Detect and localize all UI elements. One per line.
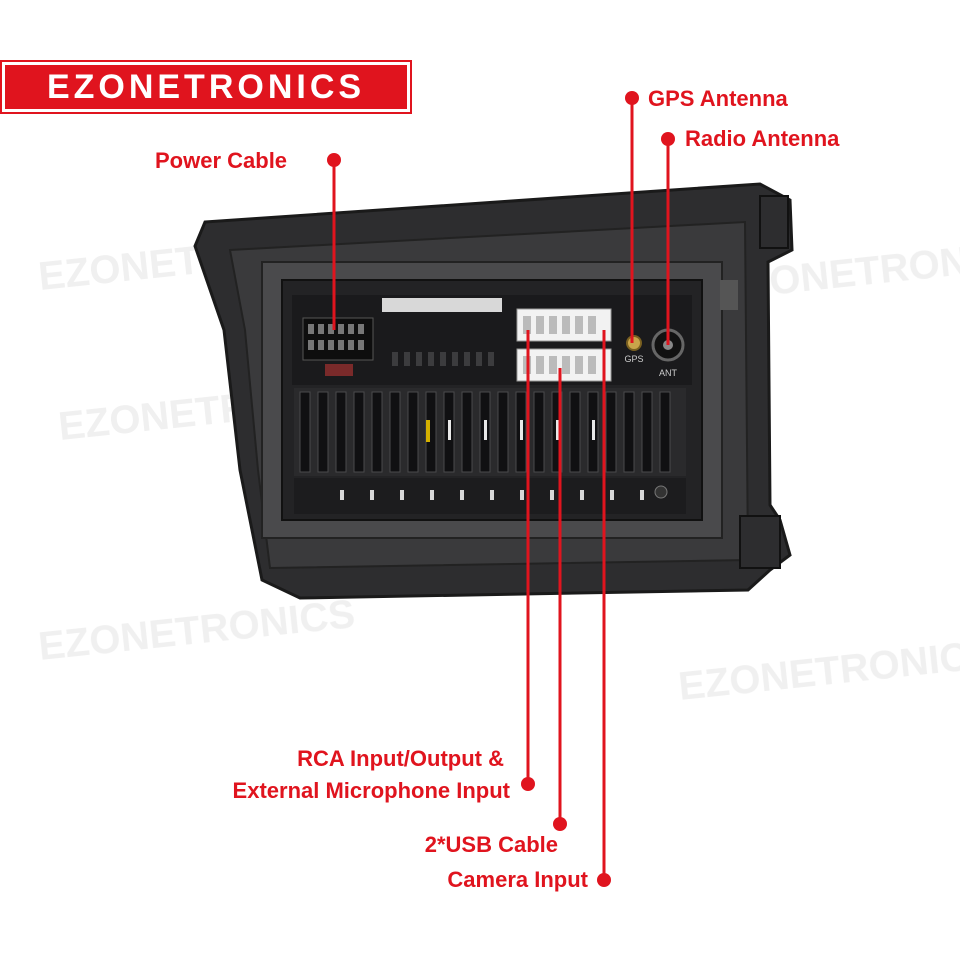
brand-name: EZONETRONICS	[46, 67, 366, 106]
watermark-text: EZONETRONICS	[36, 592, 357, 669]
rca-dot	[521, 777, 535, 791]
radio-antenna-dot	[661, 132, 675, 146]
power-cable-label: Power Cable	[155, 148, 288, 173]
brand-banner: EZONETRONICS	[0, 60, 412, 114]
gps-antenna-dot	[625, 91, 639, 105]
power-cable-dot	[327, 153, 341, 167]
rca-label-line2: External Microphone Input	[232, 778, 510, 803]
ant-port-text: ANT	[659, 368, 678, 378]
side-clip	[720, 280, 738, 310]
rca-label-line1: RCA Input/Output &	[297, 746, 504, 771]
mount-screw	[654, 485, 668, 499]
gps-port	[626, 335, 642, 351]
serial-label	[382, 298, 502, 312]
radio-antenna-label: Radio Antenna	[685, 126, 840, 151]
mount-tab-top	[759, 195, 789, 249]
mount-tab-bottom	[739, 515, 781, 569]
watermark-text: EZONETRONICS	[676, 632, 960, 709]
camera-dot	[597, 873, 611, 887]
camera-input-label: Camera Input	[447, 867, 588, 892]
usb-cable-label: 2*USB Cable	[424, 832, 558, 857]
warning-sticker	[426, 420, 430, 442]
gps-port-text: GPS	[624, 354, 643, 364]
fuse-clip	[325, 364, 353, 376]
gps-antenna-label: GPS Antenna	[648, 86, 788, 111]
usb-dot	[553, 817, 567, 831]
